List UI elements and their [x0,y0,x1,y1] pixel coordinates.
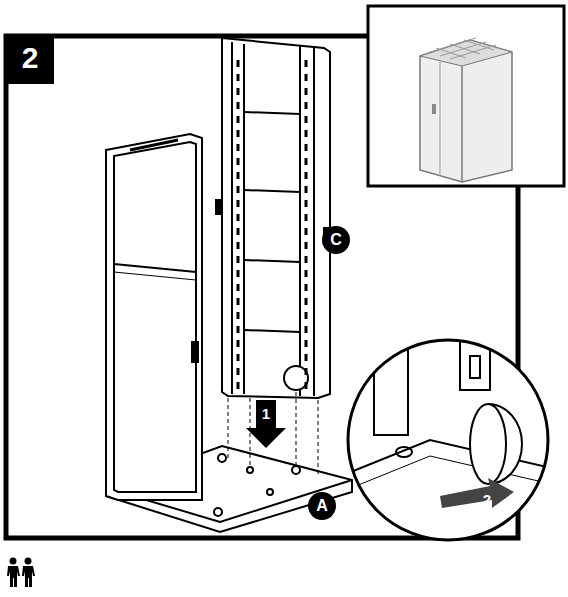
rail-hole [305,144,308,151]
rail-hole [305,130,308,137]
rail-hole [237,186,240,193]
rail-hole [305,256,308,263]
detail-zoom [346,340,560,540]
rail-hole [305,382,308,389]
rail-hole [305,214,308,221]
direction-arrow [246,400,286,448]
rail-hole [237,368,240,375]
rail-hole [237,270,240,277]
two-person-icon [7,558,35,588]
rail-hole [305,284,308,291]
rail-hole [305,228,308,235]
rail-hole [305,88,308,95]
rail-hole [237,214,240,221]
callout-number: 2 [478,492,496,508]
rail-hole [305,60,308,67]
alignment-lines [228,392,318,474]
rail-hole [237,102,240,109]
rail-hole [237,116,240,123]
rail-hole [237,74,240,81]
rail-hole [237,284,240,291]
rail-hole [305,74,308,81]
rail-hole [305,340,308,347]
rail-hole [305,326,308,333]
rail-hole [305,116,308,123]
rail-hole [305,186,308,193]
step-number: 2 [6,36,54,84]
rail-hole [305,158,308,165]
rail-hole [237,60,240,67]
rail-hole [237,158,240,165]
rail-hole [305,368,308,375]
rail-hole [237,382,240,389]
rail-hole [305,242,308,249]
rail-hole [305,102,308,109]
rail-hole [305,298,308,305]
inset-view [368,6,564,186]
rail-hole [237,256,240,263]
rail-hole [237,144,240,151]
side-panel [106,134,202,500]
callout-number: 1 [252,404,280,424]
rail-hole [237,228,240,235]
rail-hole [237,340,240,347]
back-frame [216,38,330,398]
rail-hole [305,172,308,179]
callout-letter: C [322,226,350,254]
rail-hole [237,354,240,361]
callout-letter: A [308,492,336,520]
rail-hole [237,312,240,319]
rail-hole [305,354,308,361]
rail-hole [237,200,240,207]
rail-hole [237,88,240,95]
rail-hole [305,270,308,277]
rail-holes [237,60,308,389]
rail-hole [237,242,240,249]
rail-hole [237,172,240,179]
rail-hole [237,326,240,333]
rail-hole [237,298,240,305]
rail-hole [305,200,308,207]
rail-hole [305,312,308,319]
rail-hole [237,130,240,137]
